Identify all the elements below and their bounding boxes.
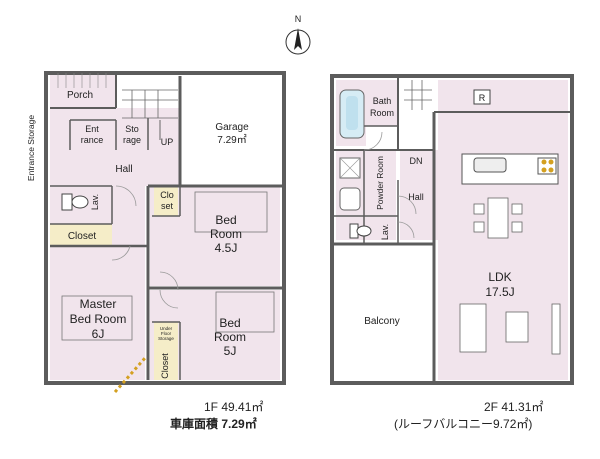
floor1-fills <box>50 73 280 380</box>
entrance-label-1: Ent <box>85 124 99 134</box>
bed-icons-1f <box>61 191 275 341</box>
underfloor-label-2: Floor <box>161 331 172 336</box>
closet-left-label: Closet <box>68 231 97 242</box>
ldk-label: LDK <box>488 270 511 284</box>
balcony-label: Balcony <box>364 316 400 327</box>
bathtub-icon <box>339 89 365 139</box>
hall-label: Hall <box>115 164 132 175</box>
sink-2f-icon <box>339 187 361 211</box>
kitchen-counter-icon <box>461 153 559 185</box>
floor1-walls <box>44 71 286 385</box>
dn-label: DN <box>410 156 423 166</box>
closet-vertical-label: Closet <box>160 353 170 379</box>
stair-1f-icon <box>122 89 178 140</box>
toilet-2f-icon <box>349 223 372 239</box>
garage-label: Garage <box>215 122 249 133</box>
storage-label-1: Sto <box>125 124 139 134</box>
porch-label: Porch <box>67 90 93 101</box>
bed-b-label-2: Room <box>214 330 246 344</box>
porch-grid <box>57 73 107 88</box>
r-marker: R <box>473 89 491 105</box>
floor2-roof-caption: (ルーフバルコニー9.72㎡) <box>394 417 533 431</box>
closet-small-label-2: set <box>161 201 174 211</box>
entrance-storage-label: Entrance Storage <box>26 115 36 181</box>
storage-label-2: rage <box>123 135 141 145</box>
lav-1f-label: Lav. <box>90 194 100 210</box>
up-label: UP <box>161 137 174 147</box>
bed-a-label-2: Room <box>210 227 242 241</box>
balcony <box>336 246 432 380</box>
floor2-walls <box>330 74 574 385</box>
garage-room <box>182 76 280 186</box>
closet-small-label-1: Clo <box>160 190 174 200</box>
bed-b-label-1: Bed <box>219 316 240 330</box>
entrance-label-2: rance <box>81 135 104 145</box>
master-label-1: Master <box>80 297 117 311</box>
bed-b-label-3: 5J <box>224 344 237 358</box>
sofa-icon <box>459 303 561 355</box>
lav-2f-label: Lav. <box>380 224 390 240</box>
hall-room <box>50 108 180 186</box>
porch-room <box>50 73 116 108</box>
hall-2f-label: Hall <box>408 192 424 202</box>
ldk-area-label: 17.5J <box>485 285 514 299</box>
floor2-area-caption: 2F 41.31㎡ <box>484 400 544 414</box>
north-compass-icon: N <box>285 14 311 55</box>
floor1-garage-area-caption: 車庫面積 7.29㎡ <box>170 417 257 431</box>
stair-2f-icon <box>404 80 432 110</box>
garage-area-inner: 7.29㎡ <box>217 134 246 146</box>
master-bedroom <box>50 246 145 380</box>
bed-a-label-1: Bed <box>215 213 236 227</box>
bath-label-1: Bath <box>373 96 392 106</box>
north-label: N <box>295 14 302 24</box>
powder-label: Powder Room <box>375 156 385 210</box>
hall-2f <box>400 150 438 240</box>
door-arcs-1f <box>111 185 179 309</box>
toilet-1f-icon <box>61 193 89 211</box>
bath-label-2: Room <box>370 108 394 118</box>
underfloor-label-3: Storage <box>158 336 174 341</box>
closet-vertical <box>154 322 178 380</box>
r-label: R <box>479 93 486 103</box>
bed-a-label-3: 4.5J <box>215 241 238 255</box>
master-label-2: Bed Room <box>70 312 127 326</box>
entrance-arrow-icon <box>113 357 147 393</box>
underfloor-label-1: Under <box>160 326 173 331</box>
closet-left <box>50 224 112 246</box>
dining-table-icon <box>473 197 523 239</box>
bath-room-2 <box>366 80 398 126</box>
closet-small <box>154 186 178 216</box>
master-label-3: 6J <box>92 327 105 341</box>
floor1-area-caption: 1F 49.41㎡ <box>204 400 264 414</box>
door-arcs-2f <box>363 131 417 239</box>
